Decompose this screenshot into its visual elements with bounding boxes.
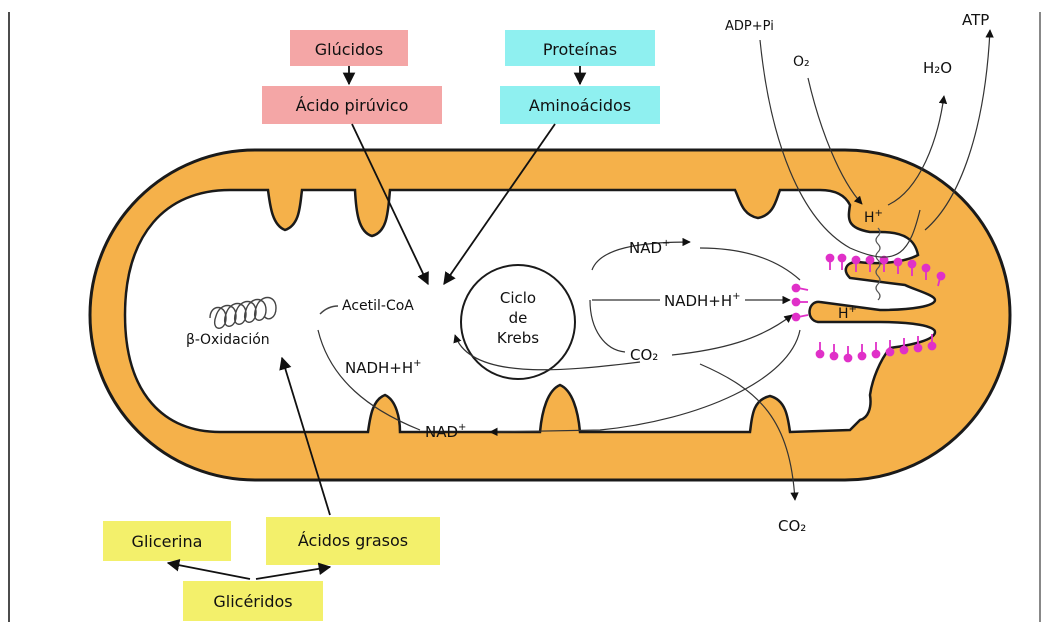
co2-outer-label: CO₂ [778,517,806,535]
nadh-left-label: NADH+H+ [345,358,422,377]
h2o-label: H₂O [923,59,952,77]
acetil-coa-label: Acetil-CoA [342,298,414,314]
krebs-label-1: Ciclo [500,289,536,307]
atp-label: ATP [962,11,989,29]
krebs-label-2: de [509,309,528,327]
aminoacidos-label: Aminoácidos [529,96,631,115]
glucidos-label: Glúcidos [315,40,384,59]
adp-pi-label: ADP+Pi [725,19,774,34]
acidos-grasos-label: Ácidos grasos [298,531,408,550]
o2-label: O₂ [793,54,810,70]
proteinas-label: Proteínas [543,40,617,59]
arrow-gliceridos-acidos-grasos [256,567,330,579]
gliceridos-label: Glicéridos [213,592,292,611]
beta-oxidacion-label: β-Oxidación [186,332,270,348]
nadh-right-label: NADH+H+ [664,291,741,310]
arrow-gliceridos-glicerina [168,563,250,579]
krebs-label-3: Krebs [497,329,539,347]
acido-piruvico-label: Ácido pirúvico [296,96,409,115]
co2-inner-label: CO₂ [630,346,658,364]
glicerina-label: Glicerina [132,532,203,551]
